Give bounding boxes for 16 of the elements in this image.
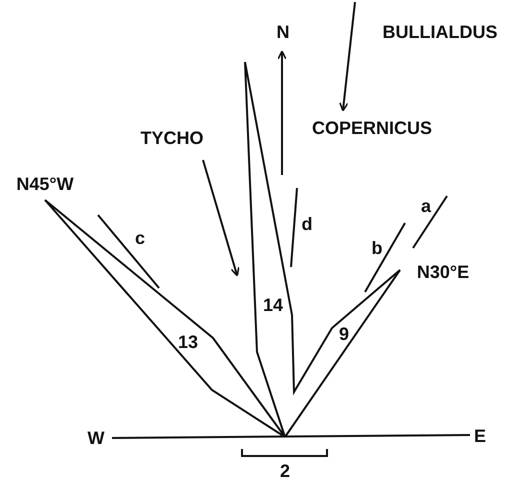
scale-label: 2 bbox=[280, 462, 290, 480]
ray-label: d bbox=[302, 215, 312, 233]
count-label: 13 bbox=[178, 333, 198, 351]
crater-label: COPERNICUS bbox=[312, 119, 432, 137]
count-label: 14 bbox=[262, 296, 284, 314]
compass-label: N bbox=[276, 23, 290, 41]
compass-label: W bbox=[88, 429, 104, 447]
crater-label: TYCHO bbox=[140, 129, 204, 147]
crater-label: BULLIALDUS bbox=[382, 23, 498, 41]
direction-label: N30°E bbox=[416, 263, 470, 281]
count-label: 9 bbox=[339, 325, 349, 343]
direction-label: N45°W bbox=[16, 175, 74, 193]
compass-label: E bbox=[474, 427, 486, 445]
ray-label: c bbox=[135, 229, 145, 247]
ray-label: b bbox=[372, 239, 382, 257]
ray-label: a bbox=[421, 197, 431, 215]
